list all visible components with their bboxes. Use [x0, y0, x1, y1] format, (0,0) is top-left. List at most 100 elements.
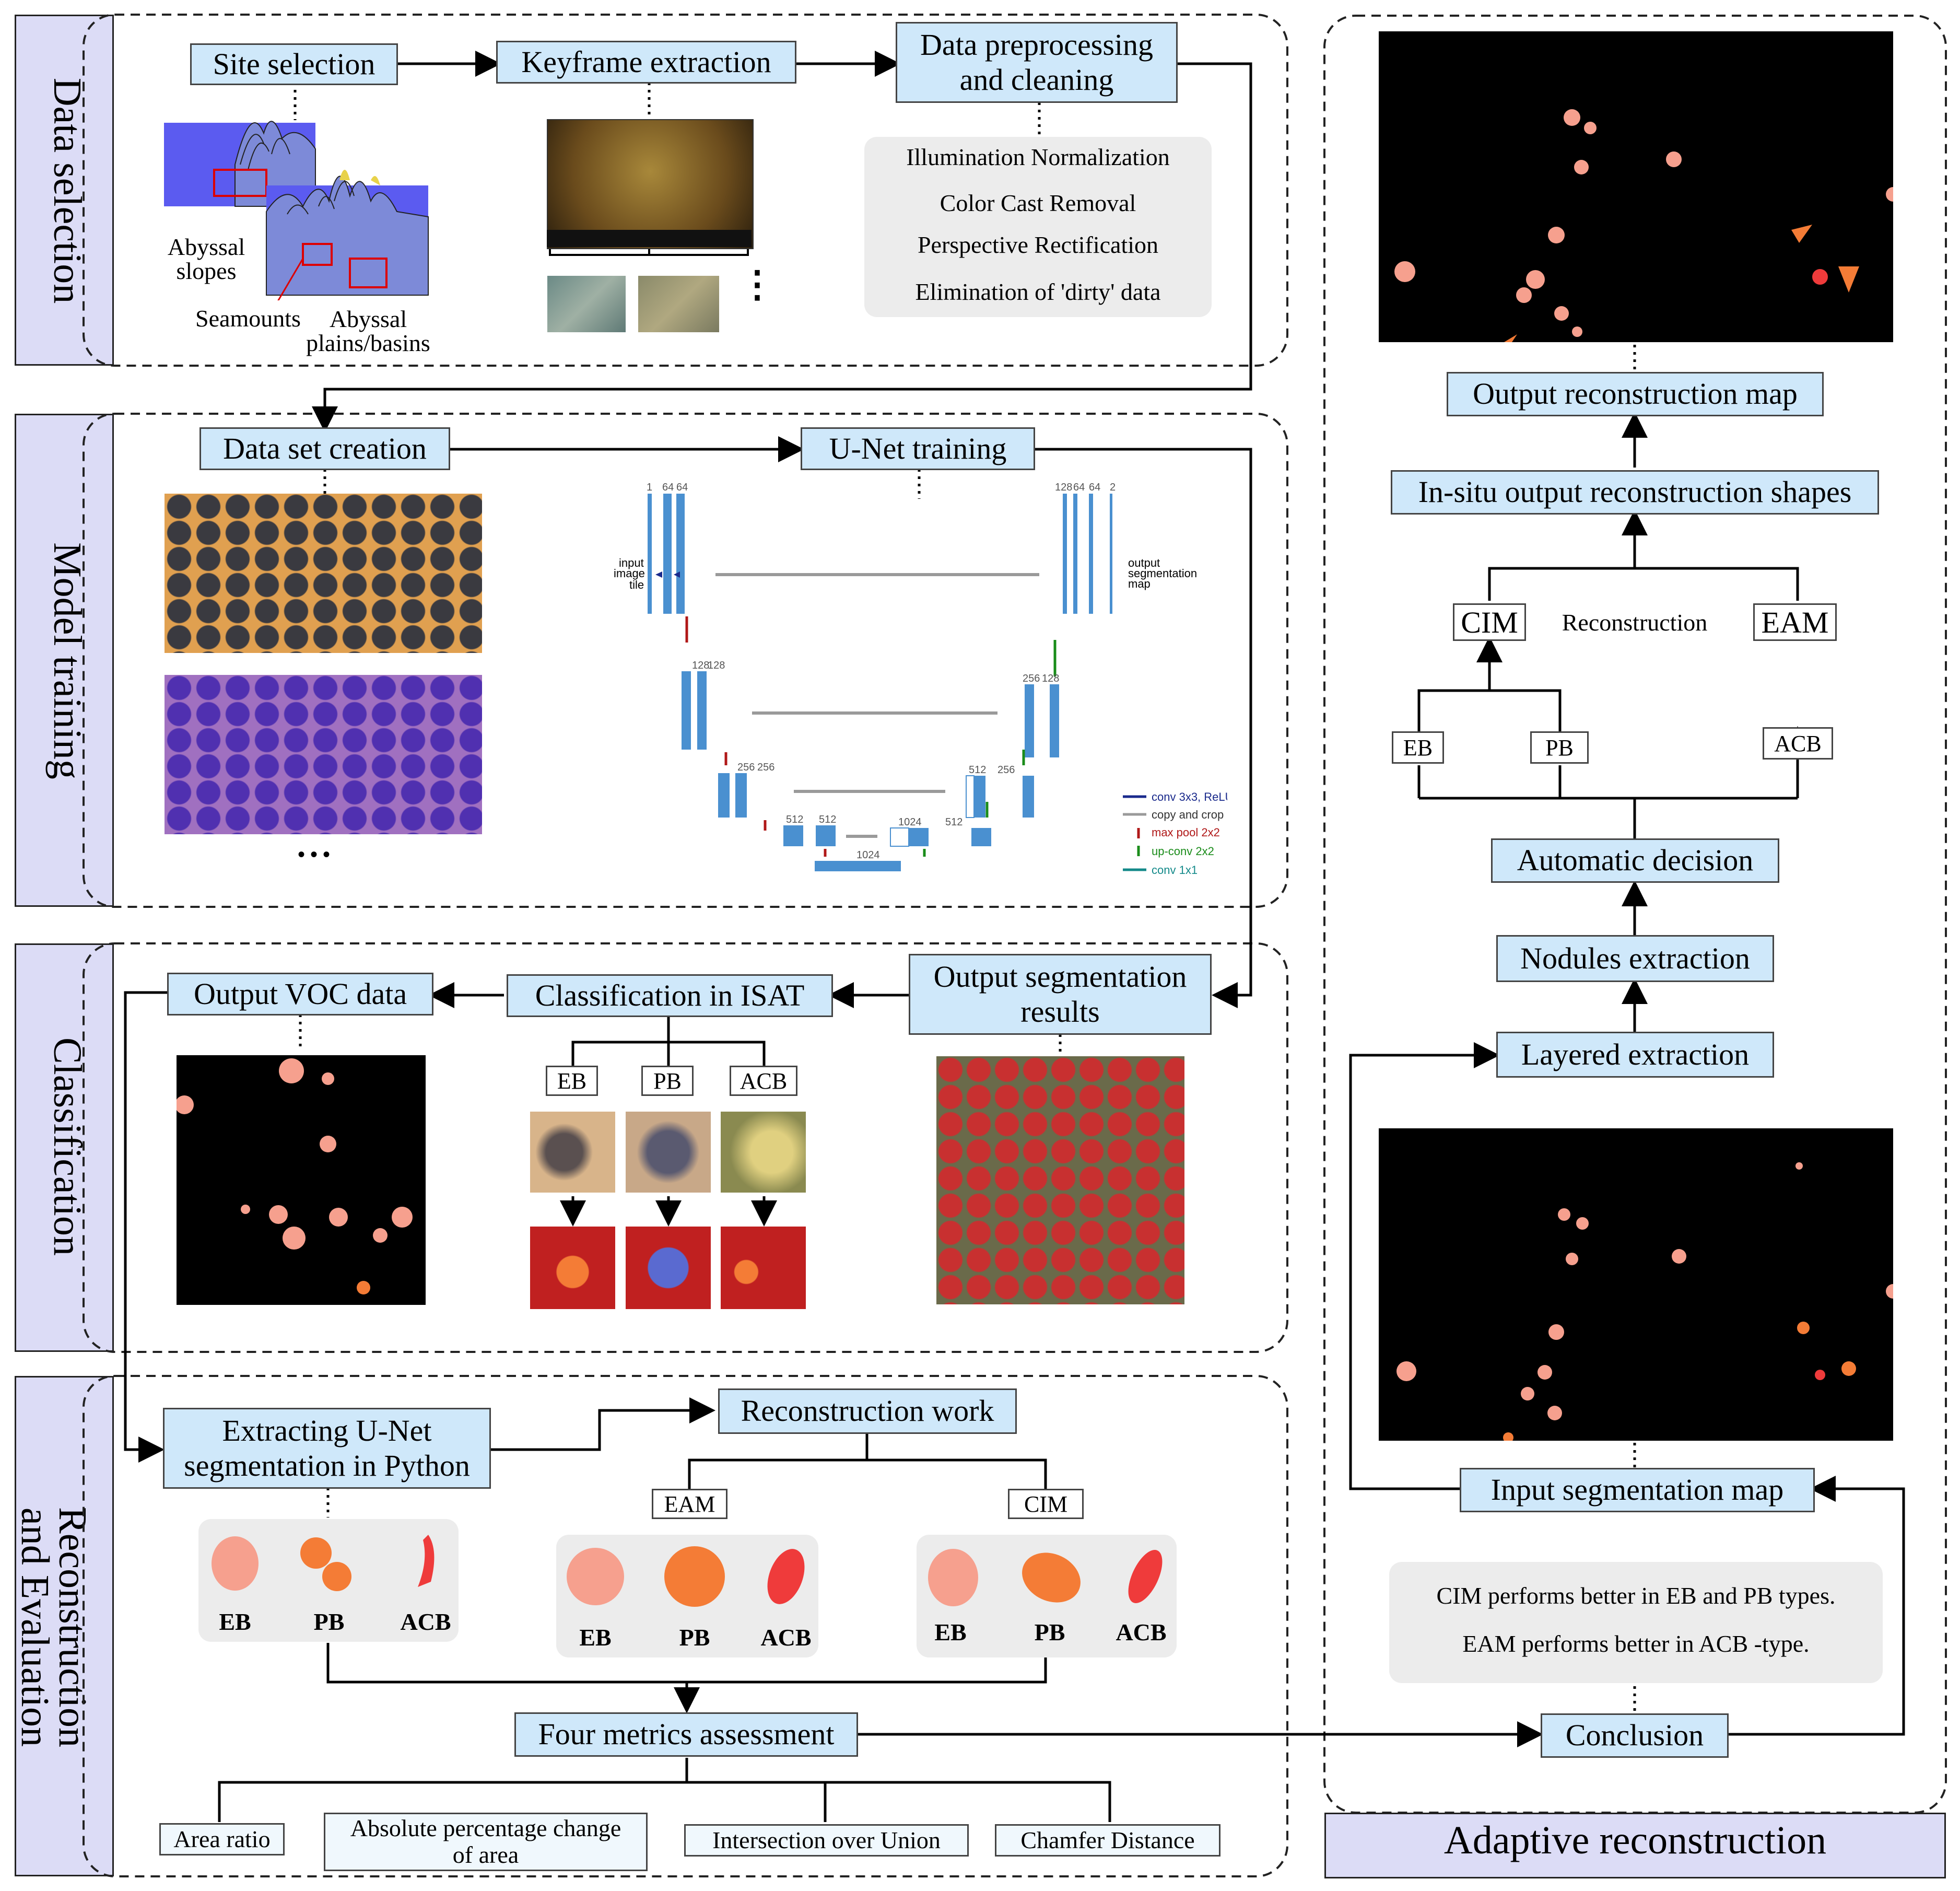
unet-training-box: U-Net training [801, 427, 1035, 470]
recon-cim-label: CIM [1008, 1489, 1084, 1519]
metric-abs-percentage: Absolute percentage change of area [324, 1813, 648, 1871]
svg-text:256: 256 [1023, 673, 1040, 684]
insitu-shapes-box: In-situ output reconstruction shapes [1391, 470, 1879, 515]
input-segmentation-image [1379, 1128, 1893, 1441]
unet-ch-64a: 64 [662, 483, 674, 493]
extracted-eb-label: EB [219, 1608, 251, 1635]
conclusion-line-1: CIM performs better in EB and PB types. [1436, 1582, 1836, 1609]
eam-shapes-panel: EB PB ACB [556, 1535, 818, 1657]
recon-eam-label: EAM [652, 1489, 727, 1519]
cim-acb-label: ACB [1116, 1619, 1167, 1645]
isat-acb-crop [721, 1112, 806, 1193]
video-controls-bar [547, 230, 752, 247]
conclusion-notes-panel: CIM performs better in EB and PB types. … [1389, 1562, 1883, 1683]
output-reconstruction-map-box: Output reconstruction map [1447, 372, 1824, 416]
step-perspective: Perspective Rectification [917, 231, 1159, 258]
sidebar-reconstruction [15, 1376, 114, 1876]
output-reconstruction-image [1379, 31, 1893, 342]
extracting-segmentation-box: Extracting U-Net segmentation in Python [163, 1408, 491, 1489]
conclusion-box: Conclusion [1541, 1713, 1729, 1758]
dataset-image-2 [165, 675, 482, 834]
svg-text:512: 512 [819, 814, 836, 825]
adaptive-reconstruction-label: Reconstruction [1562, 609, 1708, 636]
adaptive-eb-box: EB [1392, 731, 1444, 764]
extracted-pb-label: PB [313, 1608, 345, 1635]
output-voc-box: Output VOC data [167, 973, 433, 1015]
adaptive-eam-box: EAM [1753, 603, 1837, 641]
input-segmentation-map-box: Input segmentation map [1460, 1468, 1815, 1512]
sidebar-classification [15, 943, 114, 1352]
isat-class-eb: EB [546, 1066, 598, 1096]
eam-acb-label: ACB [760, 1624, 812, 1651]
step-color-cast: Color Cast Removal [940, 190, 1136, 216]
unet-ch-2: 2 [1110, 483, 1116, 493]
preprocessing-box: Data preprocessing and cleaning [896, 22, 1178, 103]
isat-class-acb: ACB [730, 1066, 797, 1096]
cim-pb-label: PB [1034, 1619, 1065, 1645]
voc-data-image [177, 1055, 426, 1305]
legend-maxpool: max pool 2x2 [1152, 826, 1220, 839]
svg-text:512: 512 [969, 764, 986, 776]
cim-shapes [928, 1549, 1163, 1606]
site-selection-box: Site selection [190, 43, 398, 85]
adaptive-pb-box: PB [1530, 731, 1589, 764]
svg-text:1024: 1024 [856, 849, 880, 861]
svg-text:128: 128 [692, 660, 709, 671]
unet-ch-128: 128 [1055, 483, 1072, 493]
label-abyssal-slopes: Abyssal slopes [167, 234, 245, 284]
dataset-image-1 [165, 494, 482, 653]
adaptive-cim-box: CIM [1453, 603, 1526, 641]
step-illumination: Illumination Normalization [906, 144, 1170, 170]
keyframe-thumb-2 [638, 276, 719, 332]
isat-pb-mask [626, 1227, 711, 1309]
four-metrics-box: Four metrics assessment [514, 1712, 858, 1757]
svg-text:image: image [614, 567, 645, 580]
unet-ch-64b: 64 [676, 483, 688, 493]
automatic-decision-box: Automatic decision [1491, 838, 1779, 883]
svg-text:256: 256 [997, 764, 1015, 776]
isat-pb-crop [626, 1112, 711, 1193]
isat-eb-crop [530, 1112, 615, 1193]
isat-classification-box: Classification in ISAT [507, 974, 833, 1017]
extracted-acb-label: ACB [400, 1608, 451, 1635]
legend-conv: conv 3x3, ReLU [1152, 790, 1227, 803]
terrain-map-image [164, 121, 429, 300]
segmentation-results-image [936, 1056, 1184, 1304]
legend-copy: copy and crop [1152, 808, 1224, 821]
isat-eb-mask [530, 1227, 615, 1309]
eam-eb-label: EB [579, 1624, 612, 1651]
more-frames-indicator: ⋮ [739, 265, 776, 305]
unet-ch-64c: 64 [1073, 483, 1085, 493]
preprocessing-steps-panel: Illumination Normalization Color Cast Re… [864, 137, 1212, 317]
svg-text:128: 128 [708, 660, 725, 671]
keyframe-thumb-1 [547, 276, 626, 332]
layered-extraction-box: Layered extraction [1496, 1032, 1774, 1078]
legend-upconv: up-conv 2x2 [1152, 845, 1214, 858]
svg-text:512: 512 [786, 814, 803, 825]
section-title-adaptive: Adaptive reconstruction [1443, 1818, 1827, 1862]
step-elimination: Elimination of 'dirty' data [915, 278, 1161, 305]
svg-text:128: 128 [1042, 673, 1059, 684]
legend-conv1x1: conv 1x1 [1152, 863, 1198, 877]
metric-area-ratio: Area ratio [159, 1823, 285, 1855]
extracted-shapes-panel: EB PB ACB [198, 1519, 459, 1642]
svg-text:output: output [1128, 556, 1160, 569]
unet-ch-1: 1 [647, 483, 652, 493]
svg-text:input: input [619, 556, 644, 569]
extracted-shapes [212, 1535, 435, 1591]
more-images-indicator: • • • [298, 843, 331, 866]
adaptive-acb-box: ACB [1763, 727, 1833, 760]
metric-chamfer: Chamfer Distance [995, 1824, 1220, 1857]
dataset-creation-box: Data set creation [199, 427, 450, 470]
eam-pb-label: PB [679, 1624, 710, 1651]
isat-class-pb: PB [641, 1066, 694, 1096]
sidebar-adaptive [1324, 1813, 1946, 1878]
sidebar-model-training [15, 414, 114, 907]
svg-text:map: map [1128, 577, 1151, 590]
metric-iou: Intersection over Union [684, 1824, 969, 1857]
label-abyssal-plains: Abyssal plains/basins [306, 306, 430, 356]
isat-acb-mask [721, 1227, 806, 1309]
conclusion-line-2: EAM performs better in ACB -type. [1462, 1630, 1810, 1657]
